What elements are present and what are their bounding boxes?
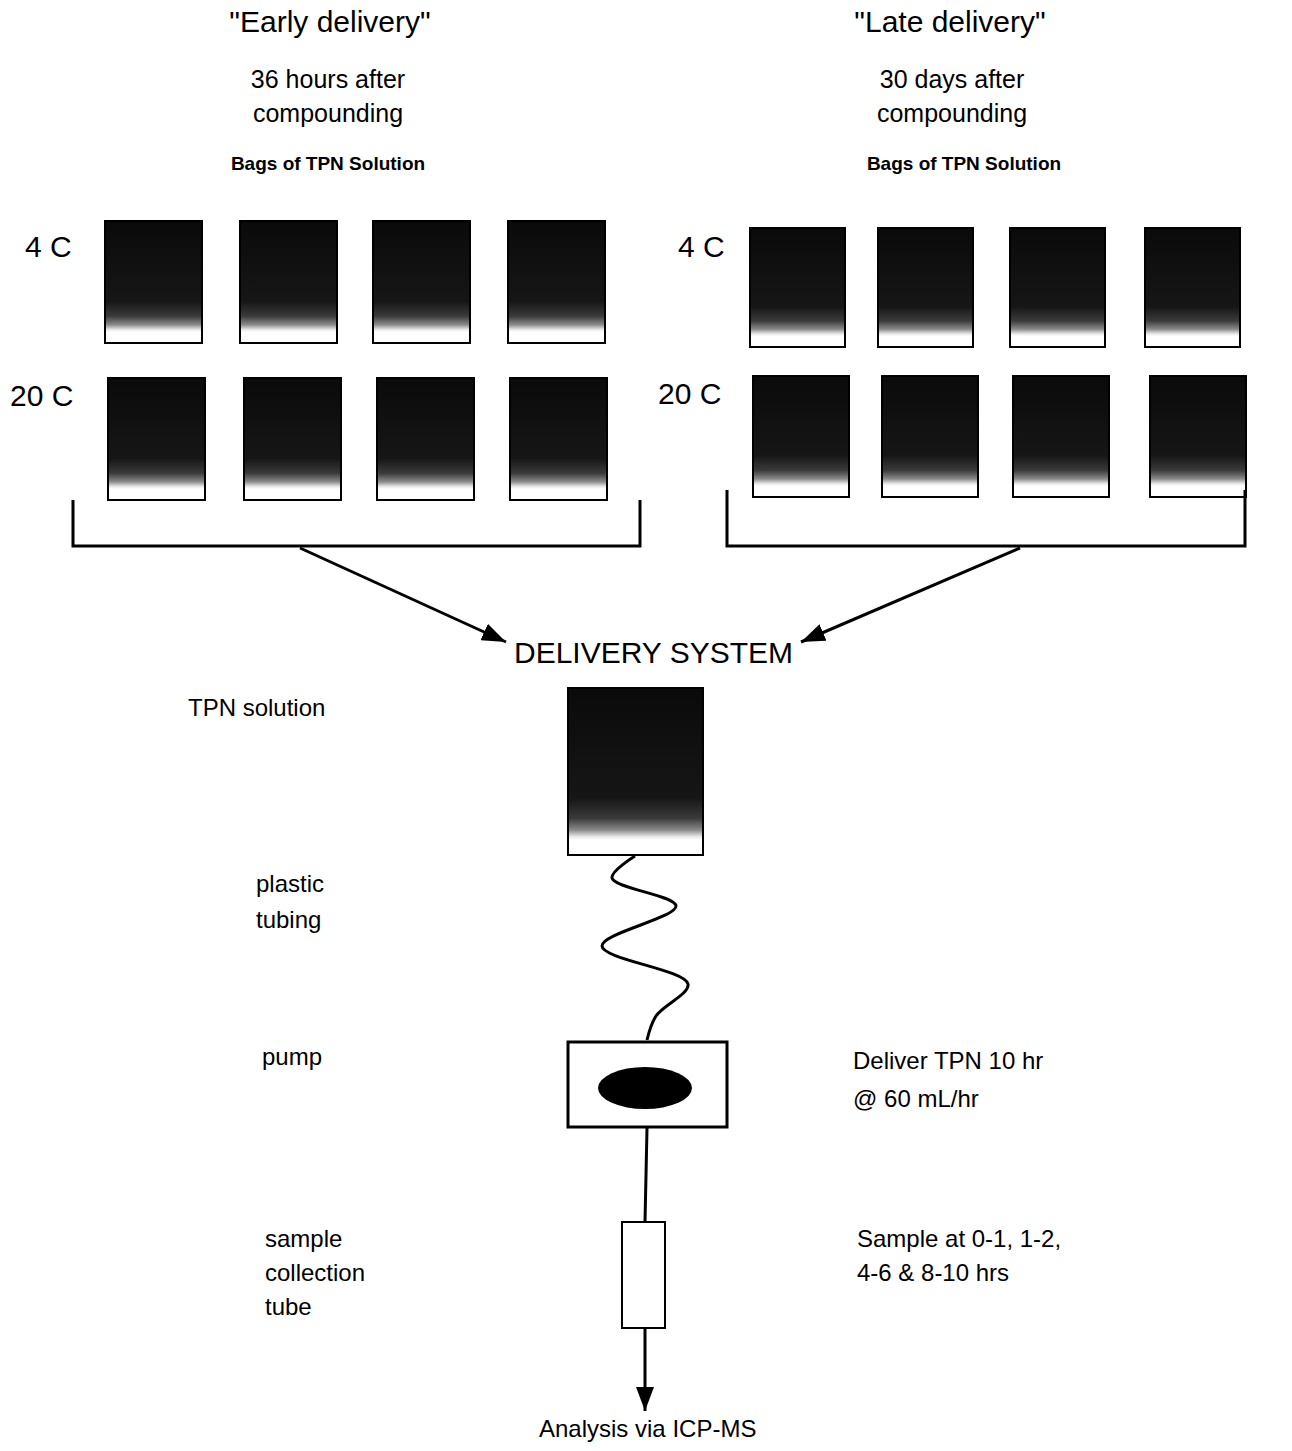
group-caption: Bags of TPN Solution: [158, 152, 498, 176]
tpn-bag: [568, 688, 703, 855]
group-bracket: [73, 500, 640, 546]
pump-housing: [568, 1042, 727, 1127]
temperature-label: 20 C: [658, 376, 721, 412]
tpn-bag: [105, 221, 202, 343]
system-title: DELIVERY SYSTEM: [514, 634, 793, 672]
flow-arrow: [300, 548, 506, 642]
pump-row: pump Deliver TPN 10 hr @ 60 mL/hr: [255, 1040, 1205, 1128]
sample-group: "Early delivery" 36 hours after compoundi…: [70, 0, 642, 548]
tpn-bag: [1145, 228, 1240, 347]
sample-group: "Late delivery" 30 days after compounding…: [727, 0, 1245, 548]
tpn-bag: [108, 378, 205, 500]
group-bracket: [727, 490, 1245, 546]
system-heading: DELIVERY SYSTEM: [512, 632, 795, 674]
delivery-note: Deliver TPN 10 hr @ 60 mL/hr: [853, 1042, 1073, 1118]
tubing-line: [602, 856, 688, 1040]
group-subheading: 30 days after compounding: [842, 62, 1062, 130]
group-caption: Bags of TPN Solution: [794, 152, 1134, 176]
tpn-bag: [1013, 376, 1109, 497]
tpn-bag: [882, 376, 978, 497]
tpn-bag: [878, 228, 973, 347]
tpn-bag: [510, 378, 607, 500]
component-label: sample collection tube: [265, 1222, 415, 1324]
tpn-bag: [753, 376, 849, 497]
tpn-bag: [1150, 376, 1246, 497]
solution-bag-row: TPN solution: [180, 688, 710, 856]
pump-rotor: [598, 1067, 692, 1109]
tubing-label: plastic tubing: [256, 866, 376, 938]
group-heading: "Late delivery": [750, 4, 1150, 40]
analysis-label: Analysis via ICP-MS: [538, 1413, 758, 1445]
tpn-bag: [1010, 228, 1105, 347]
flow-arrow: [644, 1328, 647, 1411]
tube-row: sample collection tube Sample at 0-1, 1-2…: [255, 1222, 1205, 1328]
group-heading: "Early delivery": [130, 4, 530, 40]
flow-arrow: [801, 548, 1020, 642]
flow-arrow: [645, 1128, 647, 1222]
tpn-bag: [377, 378, 474, 500]
component-label: TPN solution: [188, 692, 408, 724]
tpn-bag: [373, 221, 470, 343]
tpn-bag: [244, 378, 341, 500]
analysis-text: Analysis via ICP-MS: [539, 1414, 757, 1444]
collection-tube: [622, 1222, 665, 1328]
component-label: pump: [262, 1040, 382, 1074]
temperature-label: 4 C: [678, 229, 725, 265]
tpn-bag: [508, 221, 605, 343]
tpn-bag: [750, 228, 845, 347]
sampling-note: Sample at 0-1, 1-2, 4-6 & 8-10 hrs: [857, 1222, 1087, 1290]
temperature-label: 20 C: [10, 378, 73, 414]
temperature-label: 4 C: [25, 229, 72, 265]
tpn-bag: [240, 221, 337, 343]
group-subheading: 36 hours after compounding: [218, 62, 438, 130]
